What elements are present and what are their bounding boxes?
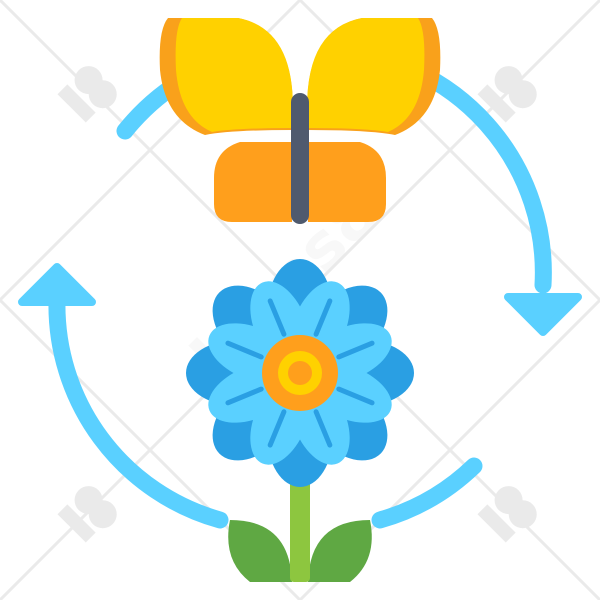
stem-and-leaves xyxy=(228,468,372,582)
butterfly-body xyxy=(291,93,309,224)
left-arc xyxy=(48,291,229,529)
flower-center-inner xyxy=(288,361,312,385)
petal-vein xyxy=(336,340,375,360)
petal-vein xyxy=(267,298,287,337)
watermark-mark xyxy=(477,486,537,543)
petal-vein xyxy=(267,409,287,448)
petal-vein xyxy=(336,386,375,406)
right-leaf xyxy=(308,520,372,582)
lower-right-wing xyxy=(308,142,386,222)
upper-left-wing xyxy=(175,18,293,132)
upper-right-wing xyxy=(307,18,425,132)
watermark-mark xyxy=(477,66,537,123)
left-leaf xyxy=(228,520,292,582)
lower-left-wing xyxy=(214,142,292,222)
stem xyxy=(290,468,310,582)
arrow-head-down xyxy=(504,293,582,336)
petal-vein xyxy=(313,298,333,337)
petal-veins xyxy=(225,298,375,448)
petal-vein xyxy=(225,386,264,406)
petal-vein xyxy=(225,340,264,360)
arrow-head-up xyxy=(18,263,96,306)
flower-icon xyxy=(186,259,414,487)
butterfly-icon xyxy=(159,18,441,224)
bottom-right-arc xyxy=(371,457,483,529)
watermark-mark xyxy=(57,486,117,543)
watermark-mark xyxy=(57,66,117,123)
petal-vein xyxy=(313,409,333,448)
